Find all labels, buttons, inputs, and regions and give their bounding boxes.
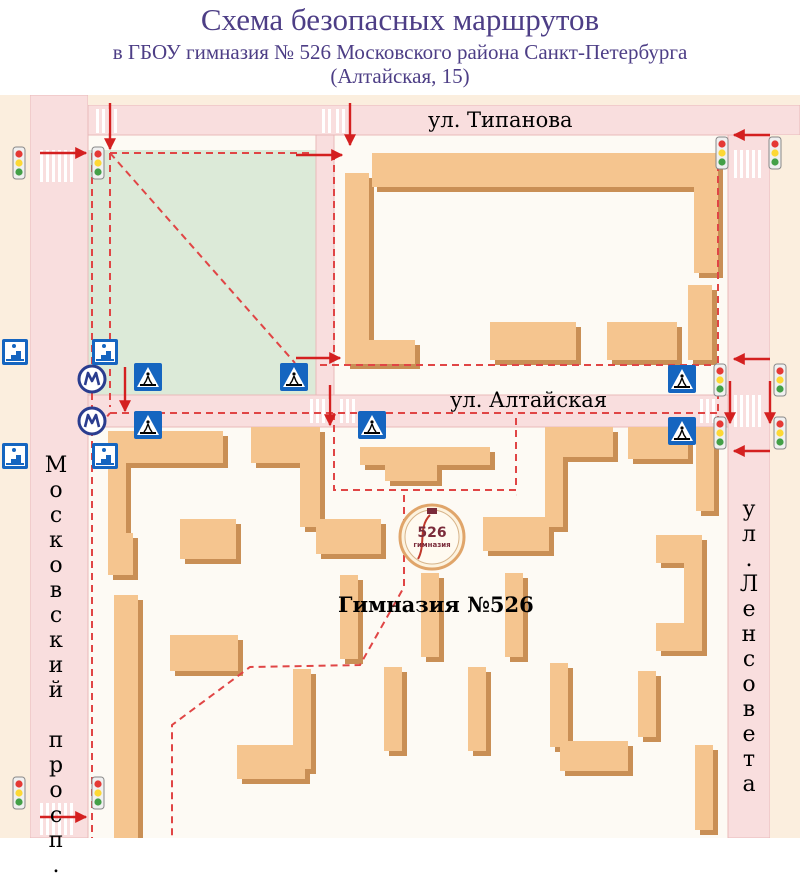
street-letter: к	[49, 628, 63, 653]
map-header: Схема безопасных маршрутов в ГБОУ гимназ…	[0, 0, 800, 95]
road-connector	[315, 134, 335, 396]
school-logo-number: 526	[417, 525, 447, 541]
street-letter: о	[742, 672, 756, 697]
traffic-light-icon	[713, 363, 727, 397]
street-letter: о	[49, 478, 63, 503]
street-letter: .	[745, 547, 753, 572]
traffic-light-icon	[91, 776, 105, 810]
street-letter: Л	[739, 572, 759, 597]
route-south-west	[171, 495, 405, 838]
street-letter: .	[52, 853, 60, 878]
traffic-light-icon	[713, 416, 727, 450]
pedestrian-crossing-icon	[358, 411, 386, 439]
street-letter: М	[44, 453, 68, 478]
street-letter: с	[49, 603, 63, 628]
street-letter: к	[49, 528, 63, 553]
map-canvas	[0, 95, 800, 838]
street-letter: т	[742, 747, 756, 772]
street-letter: о	[49, 778, 63, 803]
road-moskovsky	[29, 95, 89, 838]
direction-arrows	[40, 103, 776, 823]
route-school-loop	[333, 413, 517, 491]
street-letter: с	[49, 503, 63, 528]
street-letter: в	[49, 578, 63, 603]
street-letter: и	[48, 653, 64, 678]
school-logo-emblem	[398, 503, 466, 571]
traffic-light-icon	[715, 136, 729, 170]
pedestrian-underpass-icon	[2, 339, 28, 365]
street-letter: с	[49, 803, 63, 828]
street-letter: н	[741, 622, 757, 647]
zebra-crossings	[40, 109, 761, 835]
street-letter: с	[742, 647, 756, 672]
pedestrian-crossing-icon	[668, 417, 696, 445]
street-letter	[44, 703, 68, 728]
map-title: Схема безопасных маршрутов	[200, 2, 600, 37]
street-letter: п	[48, 828, 64, 853]
metro-icon	[77, 364, 107, 394]
crossing-signs	[134, 363, 696, 445]
street-letter: у	[742, 497, 756, 522]
pedestrian-crossing-icon	[134, 363, 162, 391]
pedestrian-crossing-icon	[134, 411, 162, 439]
street-letter: л	[742, 522, 756, 547]
pedestrian-crossing-icon	[668, 365, 696, 393]
school-address: (Алтайская, 15)	[330, 64, 470, 88]
street-label-tipanova: ул. Типанова	[428, 108, 573, 132]
street-letter: а	[742, 772, 756, 797]
pedestrian-crossing-icon	[280, 363, 308, 391]
street-letter: в	[742, 697, 756, 722]
school-logo: 526 гимназия	[398, 503, 466, 571]
traffic-light-icon	[773, 363, 787, 397]
street-letter: е	[742, 597, 756, 622]
traffic-light-icon	[12, 146, 26, 180]
street-label-altaiskaya: ул. Алтайская	[450, 388, 608, 412]
metro-icon	[77, 406, 107, 436]
route-park-diagonal	[109, 152, 296, 364]
buildings	[108, 153, 723, 838]
metro-signs	[77, 364, 107, 436]
traffic-light-icon	[12, 776, 26, 810]
pedestrian-underpass-icon	[92, 339, 118, 365]
map-subtitle: в ГБОУ гимназия № 526 Московского района…	[112, 40, 688, 64]
street-letter: е	[742, 722, 756, 747]
traffic-light-icon	[91, 146, 105, 180]
pedestrian-underpass-icon	[92, 443, 118, 469]
street-letter: о	[49, 553, 63, 578]
street-letter: п	[48, 728, 64, 753]
street-letter: й	[48, 678, 64, 703]
school-logo-word: гимназия	[413, 541, 451, 549]
street-letter: р	[48, 753, 64, 778]
school-label: Гимназия №526	[338, 592, 534, 617]
traffic-light-icon	[773, 416, 787, 450]
underpass-signs	[2, 339, 118, 469]
pedestrian-underpass-icon	[2, 443, 28, 469]
park-area	[88, 150, 316, 400]
traffic-light-icon	[768, 136, 782, 170]
safe-routes	[91, 140, 722, 838]
